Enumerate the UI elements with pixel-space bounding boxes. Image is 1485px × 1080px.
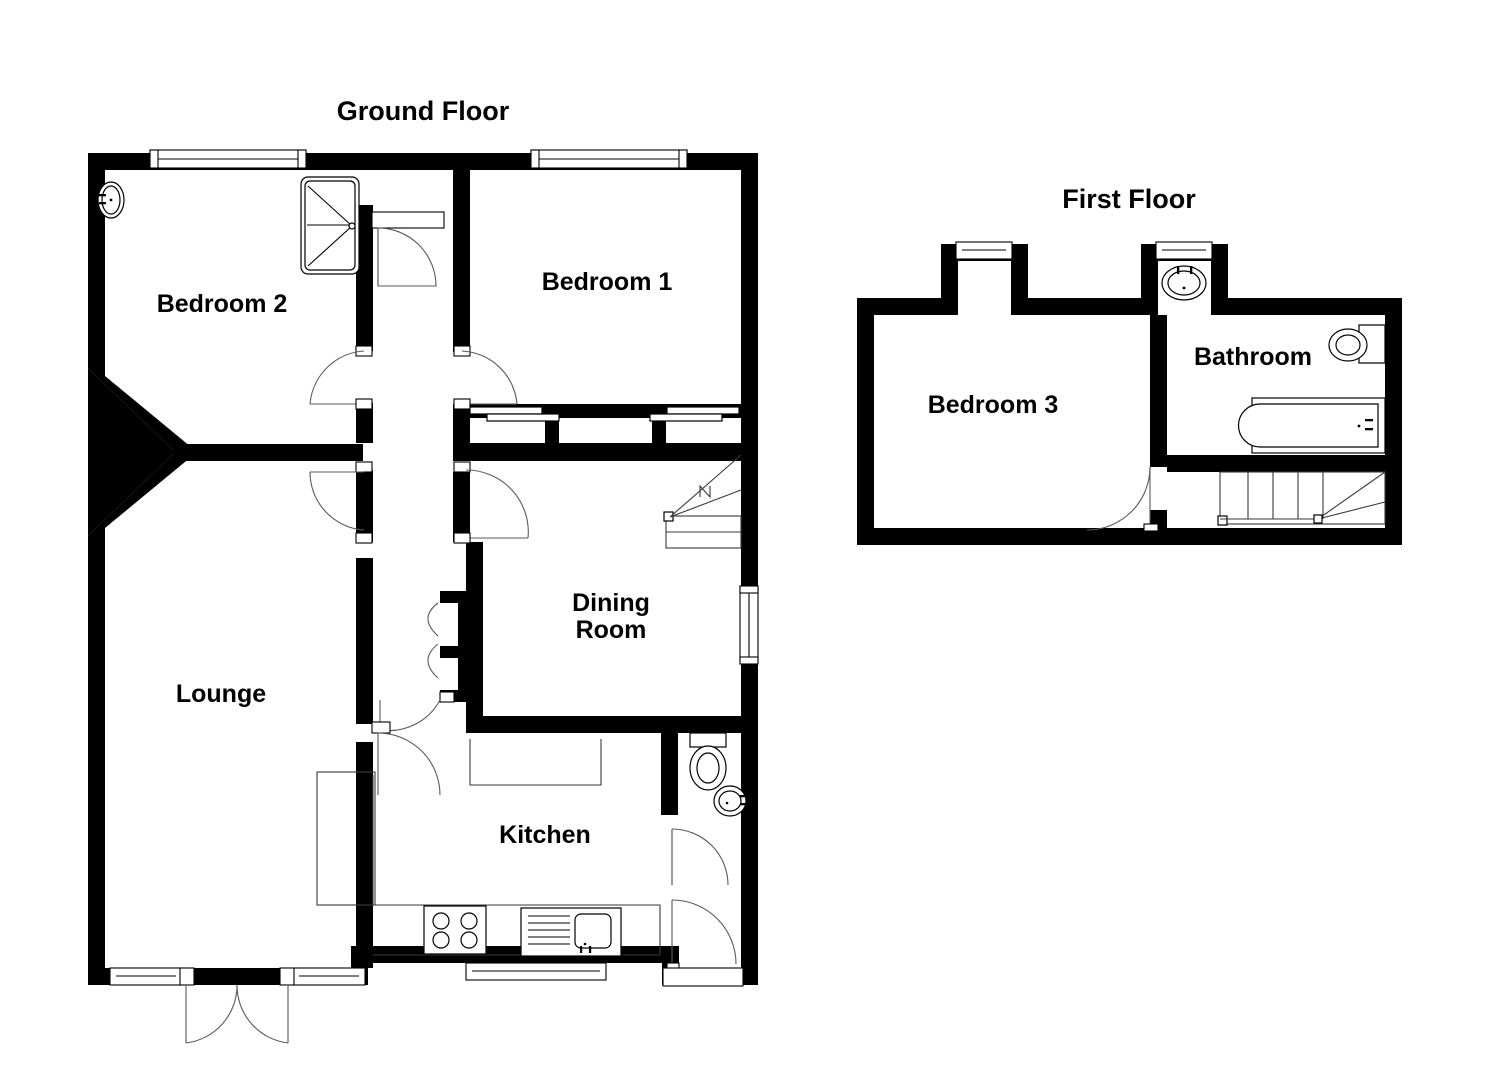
wardrobe-cupboards: [469, 406, 740, 422]
room-label-bathroom: Bathroom: [1194, 343, 1312, 371]
room-label-bedroom-3: Bedroom 3: [928, 391, 1059, 419]
french-doors-lounge: [179, 967, 295, 1044]
wall-bedroom1-cupboard-bottom: [453, 443, 758, 461]
first-outer-wall: [857, 244, 1402, 545]
door-bedroom-3: [1086, 466, 1159, 532]
first-floor-title: First Floor: [1062, 184, 1196, 214]
door-bedroom-1: [453, 345, 518, 410]
kitchen-worktop: [316, 739, 661, 956]
wall-hall-lounge-upper: [356, 470, 373, 542]
hob: [423, 905, 487, 955]
first-floor-doors: [1086, 466, 1159, 532]
wall-hall-dining-upper: [453, 472, 470, 542]
ground-floor-windows: [109, 149, 759, 986]
window-bedroom-2-front: [149, 149, 307, 169]
room-label-lounge: Lounge: [176, 680, 266, 708]
basin-wc: [713, 785, 747, 817]
window-bedroom-1-front: [530, 149, 688, 169]
window-lounge-rear: [109, 967, 183, 986]
window-bathroom-dormer: [1155, 241, 1213, 260]
door-bedroom-2: [309, 345, 373, 410]
room-label-dining-room-line2: Room: [576, 616, 647, 644]
room-label-kitchen: Kitchen: [499, 821, 591, 849]
first-floor-windows: [955, 241, 1213, 260]
window-lounge-rear-2: [292, 967, 366, 986]
wall-stairwell-top: [1167, 455, 1385, 472]
bathtub: [1237, 397, 1386, 454]
door-kitchen: [371, 691, 455, 796]
wall-wc-top: [678, 716, 742, 733]
room-label-dining-room-line1: Dining: [572, 589, 650, 617]
first-floor-fixtures: [1161, 265, 1386, 526]
window-dining-side: [739, 585, 759, 665]
wall-dining-left: [466, 542, 483, 727]
shower-cubicle: [300, 176, 360, 275]
wash-basin: [1161, 265, 1207, 301]
ground-floor-doors: [179, 211, 744, 1044]
wall-dining-kitchen: [466, 716, 678, 733]
window-bedroom-3-dormer: [955, 241, 1013, 260]
wall-cupboard-divider-1: [545, 404, 559, 446]
door-bedroom-2-top: [371, 211, 445, 287]
wall-cupboard-divider-2: [652, 404, 666, 446]
toilet-wc: [689, 732, 727, 791]
ground-floor-labels: Bedroom 2 Bedroom 1 Lounge Dining Room K…: [157, 268, 673, 849]
room-label-bedroom-1: Bedroom 1: [542, 268, 673, 296]
door-hall-dining: [453, 461, 529, 544]
window-kitchen-rear: [465, 962, 607, 981]
room-label-bedroom-2: Bedroom 2: [157, 290, 288, 318]
wall-lounge-kitchen: [356, 742, 373, 968]
wall-bedroom3-bathroom-upper: [1150, 315, 1167, 467]
staircase-down: [663, 454, 742, 549]
door-wc: [671, 828, 729, 886]
ground-floor-title: Ground Floor: [337, 96, 510, 126]
radiator-bedroom-2: [97, 181, 125, 219]
left-chamfer-wall-wedge: [88, 368, 175, 536]
staircase-up: [1217, 471, 1386, 526]
door-rear-entry: [662, 899, 744, 987]
wall-hall-bedroom1-upper: [453, 170, 470, 352]
wall-bedroom2-lounge: [173, 444, 363, 461]
ground-floor-fixtures: [97, 176, 747, 957]
wall-kitchen-wc: [661, 725, 678, 815]
wall-bedroom2-hall-lower: [356, 403, 373, 443]
first-floor-walls: [857, 244, 1402, 545]
sink-drainer: [520, 907, 622, 957]
wall-hall-lounge-lower: [356, 558, 373, 724]
door-hall-lounge: [309, 461, 373, 544]
first-floor-labels: Bedroom 3 Bathroom: [928, 343, 1312, 419]
wall-cupboard-mid: [440, 646, 470, 658]
door-cupboard-hall: [427, 602, 439, 679]
wall-bedroom2-hall-upper: [356, 205, 373, 351]
toilet: [1328, 324, 1386, 364]
